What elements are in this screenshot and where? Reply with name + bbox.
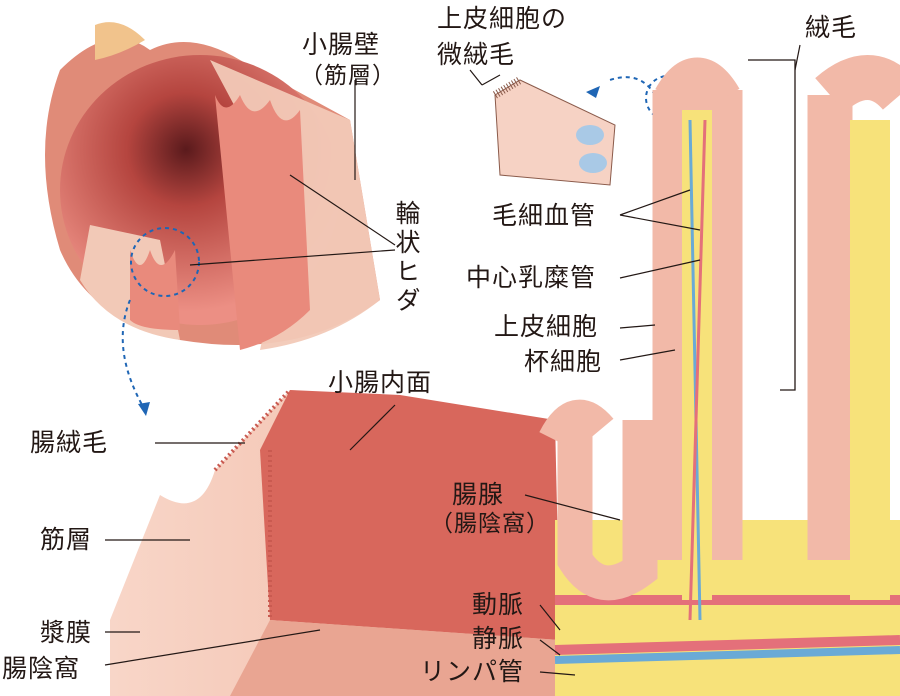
label-intestinal-gland-crypt: （腸陰窩）: [430, 511, 550, 537]
label-intestinal-gland: 腸腺: [452, 480, 505, 509]
label-villi: 絨毛: [805, 13, 858, 42]
label-capillaries: 毛細血管: [492, 201, 597, 230]
label-intestinal-villi: 腸絨毛: [30, 428, 109, 457]
label-epithelial-cells: 上皮細胞: [494, 312, 599, 341]
label-microvilli-line2: 微絨毛: [437, 40, 516, 69]
intestine-block: [110, 388, 560, 696]
leader-lines: [104, 44, 801, 676]
label-wall-muscle: （筋層）: [300, 63, 396, 89]
label-vein: 静脈: [472, 624, 525, 653]
label-lymph-vessel: リンパ管: [420, 657, 525, 686]
intestine-tube: [45, 22, 380, 416]
villi-panel: [539, 55, 900, 696]
label-small-intestine-wall: 小腸壁: [302, 30, 381, 59]
label-goblet-cells: 杯細胞: [524, 347, 603, 376]
label-circular-folds: 輪状ヒダ: [392, 200, 421, 316]
epithelial-cell-inset: [492, 75, 691, 186]
label-crypt: 腸陰窩: [2, 654, 81, 683]
label-microvilli-line1: 上皮細胞の: [437, 4, 568, 33]
label-inner-surface: 小腸内面: [328, 368, 433, 397]
label-muscle-layer: 筋層: [40, 525, 93, 554]
label-artery: 動脈: [472, 590, 525, 619]
label-serosa: 漿膜: [40, 618, 93, 647]
label-central-lacteal: 中心乳糜管: [466, 263, 597, 292]
